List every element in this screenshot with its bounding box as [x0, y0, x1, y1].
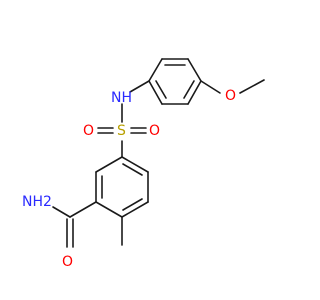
- bond-ring-to-methoxy-o: [200, 80, 221, 94]
- double-bond-inner: [122, 163, 143, 176]
- double-bond-inner: [122, 198, 143, 211]
- bond: [148, 80, 163, 105]
- bond-ring-to-carbonyl: [69, 201, 97, 218]
- molecule-diagram: NH S O O O NH2 O: [22, 58, 265, 270]
- bond: [121, 156, 149, 173]
- bond-ring-to-nh: [129, 80, 150, 93]
- bond: [95, 156, 123, 173]
- bond: [95, 201, 123, 218]
- atom-label-sulfonyl-o-right: O: [149, 123, 160, 139]
- atom-label-sulfur: S: [117, 123, 126, 139]
- atom-label-amide-o: O: [62, 254, 73, 270]
- bond-methoxy-o-to-methyl: [239, 79, 265, 94]
- benzamide-ring: [95, 156, 149, 218]
- bond: [148, 58, 163, 82]
- bond: [187, 58, 202, 82]
- atom-label-nh: NH: [111, 90, 132, 106]
- bond-carbonyl-to-nh2: [52, 206, 71, 218]
- bond: [187, 80, 202, 105]
- bond: [121, 201, 149, 218]
- methoxyphenyl-ring: [148, 58, 202, 105]
- atom-label-nh2: NH2: [22, 194, 52, 210]
- double-bond-inner: [155, 80, 167, 99]
- atom-label-sulfonyl-o-left: O: [83, 123, 94, 139]
- double-bond-inner: [183, 80, 195, 99]
- atom-label-methoxy-o: O: [225, 88, 236, 104]
